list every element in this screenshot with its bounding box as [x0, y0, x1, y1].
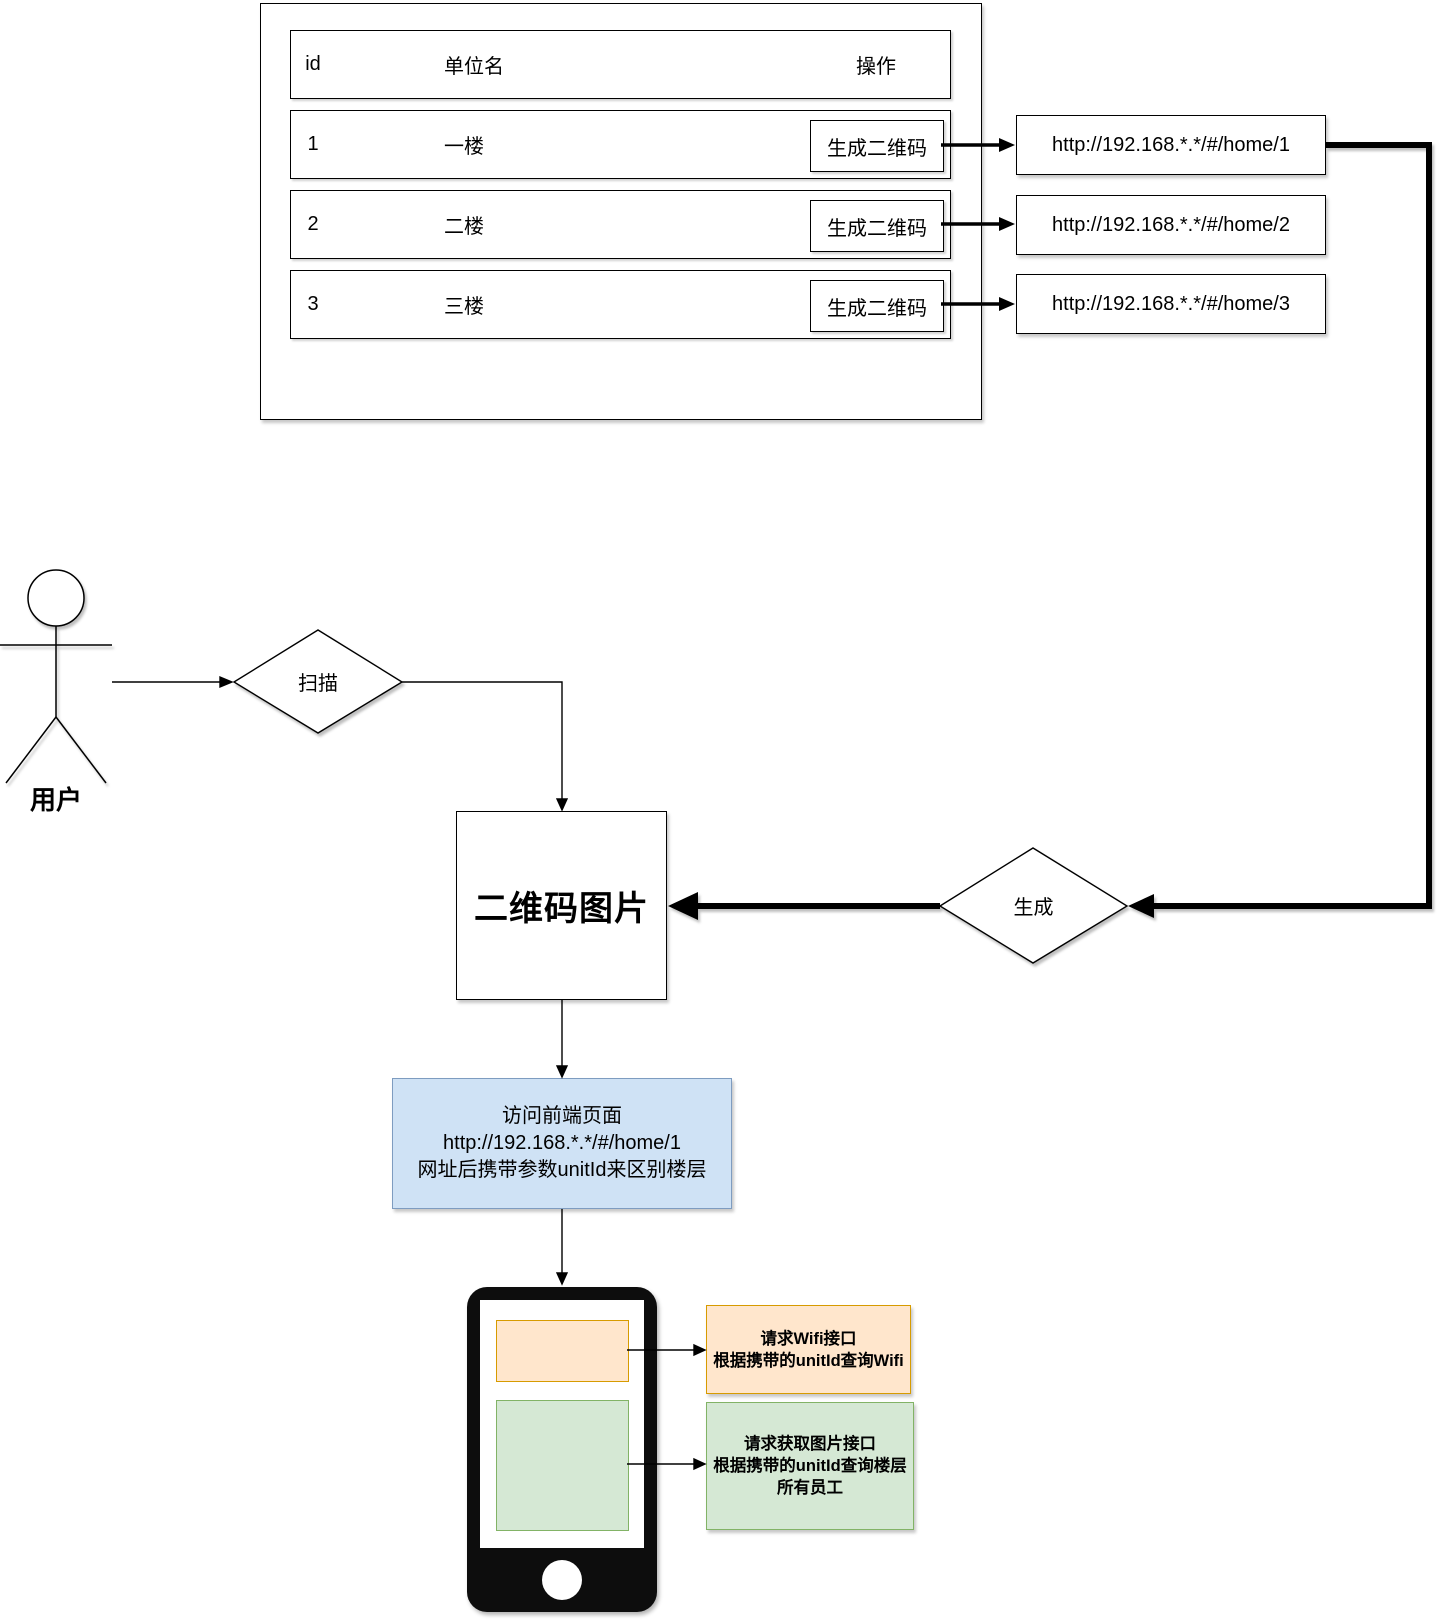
frontend-url: http://192.168.*.*/#/home/1 [443, 1132, 681, 1154]
wifi-line-1: 请求Wifi接口 [760, 1329, 857, 1348]
frontend-line-3: 网址后携带参数unitId来区别楼层 [417, 1159, 707, 1181]
table-row: 3 三楼 生成二维码 [290, 270, 951, 339]
generate-qr-button[interactable]: 生成二维码 [810, 120, 944, 172]
frontend-page-node: 访问前端页面 http://192.168.*.*/#/home/1 网址后携带… [392, 1078, 732, 1209]
url-box-home-2: http://192.168.*.*/#/home/2 [1016, 195, 1326, 255]
generate-qr-button[interactable]: 生成二维码 [810, 280, 944, 332]
phone-wifi-area [496, 1320, 629, 1382]
row-id: 1 [307, 133, 319, 155]
row-id: 2 [307, 213, 319, 235]
header-action: 操作 [856, 56, 896, 78]
staff-line-2: 根据携带的unitId查询楼层所有员工 [713, 1457, 907, 1497]
phone-screen [480, 1300, 644, 1548]
row-name: 三楼 [444, 296, 484, 318]
generate-decision-label: 生成 [1013, 897, 1054, 919]
row-id: 3 [307, 293, 319, 315]
header-id: id [305, 53, 321, 75]
staff-api-node: 请求获取图片接口 根据携带的unitId查询楼层所有员工 [706, 1402, 914, 1530]
qr-image-node: 二维码图片 [456, 811, 667, 1000]
table-row: 1 一楼 生成二维码 [290, 110, 951, 179]
phone-home-button [542, 1560, 582, 1600]
scan-decision-label: 扫描 [298, 673, 338, 695]
table-row: 2 二楼 生成二维码 [290, 190, 951, 259]
user-actor-icon [0, 569, 112, 784]
phone-staff-area [496, 1400, 629, 1531]
header-name: 单位名 [444, 56, 504, 78]
row-name: 一楼 [444, 136, 484, 158]
table-header-row: id 单位名 操作 [290, 30, 951, 99]
actor-label: 用户 [29, 785, 82, 815]
staff-line-1: 请求获取图片接口 [744, 1435, 876, 1453]
url-box-home-3: http://192.168.*.*/#/home/3 [1016, 274, 1326, 334]
wifi-line-2: 根据携带的unitId查询Wifi [713, 1351, 904, 1370]
wifi-api-node: 请求Wifi接口 根据携带的unitId查询Wifi [706, 1305, 911, 1394]
generate-qr-button[interactable]: 生成二维码 [810, 200, 944, 252]
frontend-line-1: 访问前端页面 [502, 1105, 622, 1127]
row-name: 二楼 [444, 216, 484, 238]
phone-frame [467, 1287, 657, 1612]
url-box-home-1: http://192.168.*.*/#/home/1 [1016, 115, 1326, 175]
